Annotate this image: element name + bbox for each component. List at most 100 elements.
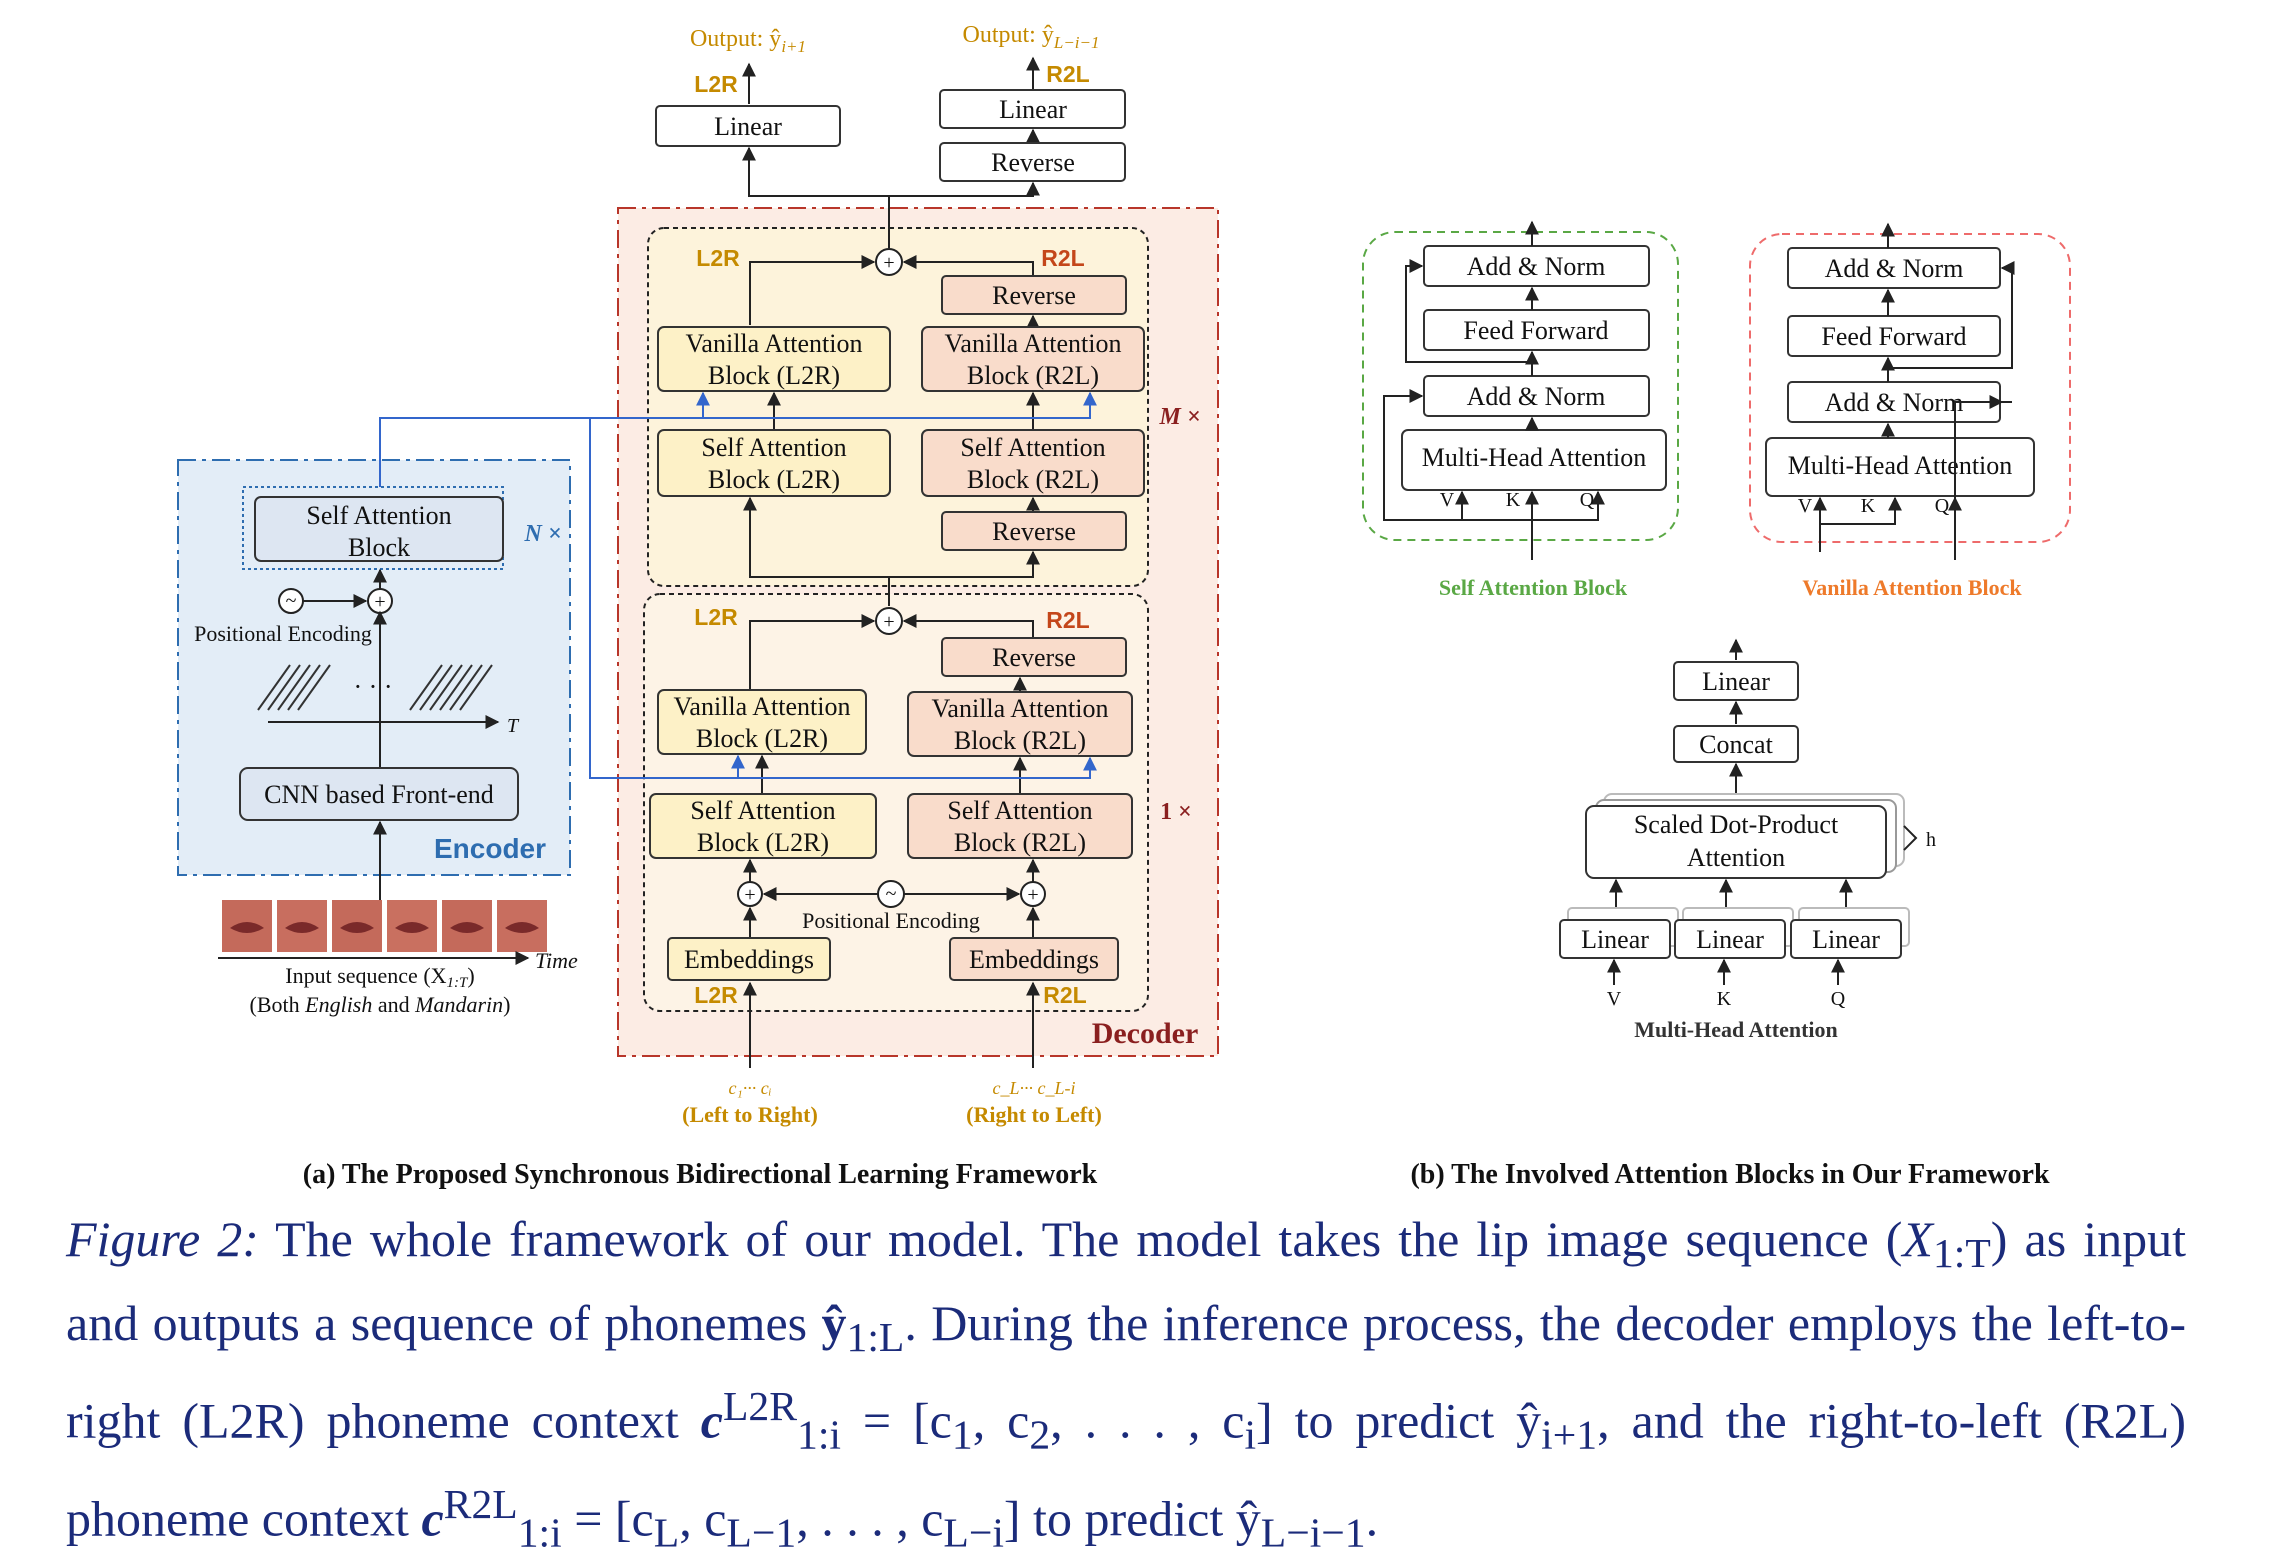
mha-v: V bbox=[1607, 988, 1622, 1010]
encoder-label: Encoder bbox=[434, 833, 546, 864]
sab-q: Q bbox=[1580, 489, 1595, 511]
svg-text:+: + bbox=[883, 611, 894, 633]
m-reverse-bottom-label: Reverse bbox=[992, 517, 1076, 546]
panel-b-subcaption: (b) The Involved Attention Blocks in Our… bbox=[1410, 1159, 2050, 1190]
vab-feed-forward-label: Feed Forward bbox=[1821, 322, 1966, 351]
sab-add-norm-bottom-label: Add & Norm bbox=[1467, 382, 1606, 411]
bottom-r2l-tag: R2L bbox=[1043, 982, 1086, 1008]
sab-add-norm-bottom bbox=[1423, 375, 1650, 417]
sab-mha-label: Multi-Head Attention bbox=[1422, 443, 1647, 472]
decoder-positional-encoding: Positional Encoding bbox=[802, 908, 980, 933]
m-reverse-top-label: Reverse bbox=[992, 281, 1076, 310]
l2r-embeddings-label: Embeddings bbox=[684, 945, 814, 974]
one-block-concat-node bbox=[875, 607, 903, 635]
m-self-r2l-line1: Self Attention bbox=[960, 433, 1105, 462]
lip-image-sequence bbox=[222, 900, 547, 952]
top-l2r-tag: L2R bbox=[694, 71, 738, 97]
one-reverse-box bbox=[941, 637, 1127, 677]
mha-sdpa-line1: Scaled Dot-Product bbox=[1634, 810, 1839, 839]
vanilla-attention-block-frame bbox=[1749, 233, 2071, 543]
one-times-label: 1 × bbox=[1160, 799, 1192, 825]
vab-add-norm-top-label: Add & Norm bbox=[1825, 254, 1964, 283]
figure-caption: Figure 2: The whole framework of our mod… bbox=[66, 1211, 2187, 1557]
svg-text:+: + bbox=[883, 252, 894, 274]
left-to-right-label: (Left to Right) bbox=[682, 1102, 818, 1127]
m-reverse-bottom-box bbox=[941, 511, 1127, 551]
right-to-left-label: (Right to Left) bbox=[966, 1102, 1102, 1127]
decoder-label: Decoder bbox=[1092, 1017, 1199, 1050]
mha-concat-label: Concat bbox=[1699, 730, 1773, 759]
vanilla-attention-block-label: Vanilla Attention Block bbox=[1802, 575, 2022, 600]
m-self-l2r-box bbox=[657, 429, 891, 497]
mha-h-label: h bbox=[1926, 829, 1936, 851]
cnn-frontend-box bbox=[239, 767, 519, 821]
self-attention-block-label: Self Attention Block bbox=[1439, 575, 1628, 600]
m-vanilla-r2l-box bbox=[921, 326, 1145, 392]
panel-a: Encoder Self Attention Block N × ~ + Pos… bbox=[177, 22, 1219, 1190]
one-self-l2r-line1: Self Attention bbox=[690, 796, 835, 825]
r2l-embeddings-label: Embeddings bbox=[969, 945, 1099, 974]
sab-add-norm-top-label: Add & Norm bbox=[1467, 252, 1606, 281]
l2r-embeddings-box bbox=[667, 937, 831, 981]
vab-k: K bbox=[1861, 495, 1876, 517]
sab-feed-forward bbox=[1423, 309, 1650, 351]
encoder-positional-encoding: Positional Encoding bbox=[194, 621, 372, 646]
svg-text:~: ~ bbox=[286, 590, 297, 612]
svg-text:+: + bbox=[374, 591, 385, 613]
one-vanilla-r2l-line1: Vanilla Attention bbox=[932, 694, 1109, 723]
figure-number: Figure 2: bbox=[66, 1211, 259, 1267]
m-vanilla-r2l-line2: Block (R2L) bbox=[967, 361, 1099, 390]
mha-linear-k-label: Linear bbox=[1696, 925, 1764, 954]
encoder-self-attention-block bbox=[254, 496, 504, 562]
sab-v: V bbox=[1440, 489, 1455, 511]
one-vanilla-r2l-box bbox=[907, 691, 1133, 757]
mha-linear-v-label: Linear bbox=[1581, 925, 1649, 954]
one-vanilla-r2l-line2: Block (R2L) bbox=[954, 726, 1086, 755]
vab-q: Q bbox=[1935, 495, 1950, 517]
l2r-context-label: c₁··· cᵢ bbox=[728, 1078, 771, 1098]
output-r2l-label: Output: ŷL−i−1 bbox=[963, 22, 1100, 52]
mha-linear-q-label: Linear bbox=[1812, 925, 1880, 954]
mha-linear-top-label: Linear bbox=[1702, 667, 1770, 696]
mha-title: Multi-Head Attention bbox=[1634, 1017, 1838, 1042]
mha-sdpa-line2: Attention bbox=[1687, 843, 1785, 872]
one-self-r2l-line1: Self Attention bbox=[947, 796, 1092, 825]
vab-mha-label: Multi-Head Attention bbox=[1788, 451, 2013, 480]
r2l-linear-box bbox=[939, 89, 1126, 129]
m-block-concat-node bbox=[875, 248, 903, 276]
input-sequence-label: Input sequence (X1:T) bbox=[285, 963, 474, 991]
cnn-frontend-label: CNN based Front-end bbox=[264, 780, 494, 809]
m-vanilla-r2l-line1: Vanilla Attention bbox=[945, 329, 1122, 358]
one-block-r2l-tag: R2L bbox=[1046, 607, 1089, 633]
svg-text:+: + bbox=[1027, 884, 1038, 906]
m-reverse-top-box bbox=[941, 275, 1127, 315]
vab-add-norm-top bbox=[1787, 247, 2001, 289]
l2r-linear-box bbox=[655, 105, 841, 147]
sab-add-norm-top bbox=[1423, 245, 1650, 287]
l2r-linear-label: Linear bbox=[714, 112, 782, 141]
mha-linear-v bbox=[1559, 919, 1671, 959]
m-times-label: M × bbox=[1158, 404, 1200, 430]
one-vanilla-l2r-line1: Vanilla Attention bbox=[674, 692, 851, 721]
language-label: (Both English and Mandarin) bbox=[250, 992, 511, 1017]
vab-mha bbox=[1765, 437, 2035, 497]
m-block-l2r-tag: L2R bbox=[696, 245, 740, 271]
mha-linear-k bbox=[1674, 919, 1786, 959]
r2l-top-reverse-box bbox=[939, 142, 1126, 182]
one-vanilla-l2r-box bbox=[657, 689, 867, 755]
m-vanilla-l2r-line2: Block (L2R) bbox=[708, 361, 840, 390]
r2l-top-reverse-label: Reverse bbox=[991, 148, 1075, 177]
m-vanilla-l2r-line1: Vanilla Attention bbox=[686, 329, 863, 358]
time-axis-t: T bbox=[507, 715, 520, 737]
one-block-l2r-tag: L2R bbox=[694, 604, 738, 630]
mha-sdpa bbox=[1585, 805, 1887, 879]
sab-feed-forward-label: Feed Forward bbox=[1463, 316, 1608, 345]
output-l2r-label: Output: ŷi+1 bbox=[690, 26, 806, 56]
encoder-self-attention-line2: Block bbox=[348, 533, 410, 562]
svg-text:~: ~ bbox=[886, 883, 897, 905]
m-block-r2l-tag: R2L bbox=[1041, 245, 1084, 271]
m-self-l2r-line2: Block (L2R) bbox=[708, 465, 840, 494]
n-times-label: N × bbox=[523, 521, 561, 547]
panel-a-subcaption: (a) The Proposed Synchronous Bidirection… bbox=[303, 1159, 1098, 1190]
